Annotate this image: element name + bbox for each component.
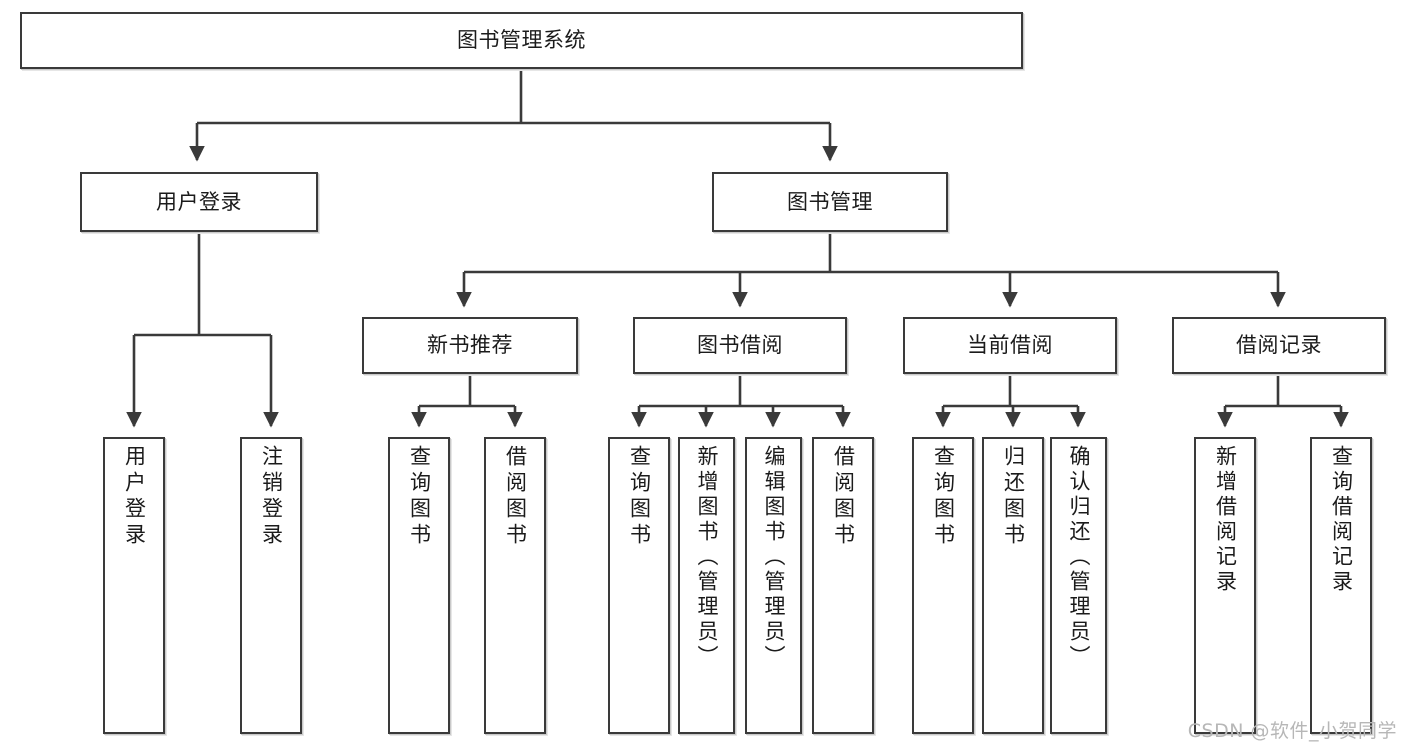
node-leaf-borrow-book-2-label: 借阅图书	[831, 445, 856, 549]
node-root-label: 图书管理系统	[457, 28, 586, 53]
node-leaf-query-book-1-label: 查询图书	[407, 445, 432, 549]
node-leaf-add-borrow-record[interactable]: 新增借阅记录	[1194, 437, 1256, 734]
node-leaf-add-book[interactable]: 新增图书（管理员）	[678, 437, 735, 734]
node-leaf-query-book-2-label: 查询图书	[627, 445, 652, 549]
node-leaf-edit-book[interactable]: 编辑图书（管理员）	[745, 437, 802, 734]
node-book-borrow[interactable]: 图书借阅	[633, 317, 847, 374]
node-leaf-query-book-1[interactable]: 查询图书	[388, 437, 450, 734]
node-leaf-return-book-label: 归还图书	[1001, 445, 1026, 549]
node-book-manage-label: 图书管理	[787, 189, 873, 214]
node-leaf-query-book-3-label: 查询图书	[931, 445, 956, 549]
node-leaf-confirm-return-label: 确认归还（管理员）	[1067, 445, 1091, 670]
node-new-book-recommend-label: 新书推荐	[427, 333, 513, 358]
node-book-manage[interactable]: 图书管理	[712, 172, 948, 232]
node-new-book-recommend[interactable]: 新书推荐	[362, 317, 578, 374]
node-leaf-query-borrow-record[interactable]: 查询借阅记录	[1310, 437, 1372, 734]
node-leaf-user-login[interactable]: 用户登录	[103, 437, 165, 734]
node-leaf-add-book-label: 新增图书（管理员）	[695, 445, 719, 670]
node-current-borrow-label: 当前借阅	[967, 333, 1053, 358]
node-leaf-return-book[interactable]: 归还图书	[982, 437, 1044, 734]
node-leaf-query-book-3[interactable]: 查询图书	[912, 437, 974, 734]
node-user-login[interactable]: 用户登录	[80, 172, 318, 232]
node-current-borrow[interactable]: 当前借阅	[903, 317, 1117, 374]
node-borrow-record[interactable]: 借阅记录	[1172, 317, 1386, 374]
node-root[interactable]: 图书管理系统	[20, 12, 1023, 69]
node-leaf-confirm-return[interactable]: 确认归还（管理员）	[1050, 437, 1107, 734]
node-leaf-logout-login[interactable]: 注销登录	[240, 437, 302, 734]
node-borrow-record-label: 借阅记录	[1236, 333, 1322, 358]
node-leaf-borrow-book-1-label: 借阅图书	[503, 445, 528, 549]
node-leaf-borrow-book-1[interactable]: 借阅图书	[484, 437, 546, 734]
node-leaf-edit-book-label: 编辑图书（管理员）	[762, 445, 786, 670]
node-leaf-add-borrow-record-label: 新增借阅记录	[1213, 445, 1238, 595]
node-leaf-borrow-book-2[interactable]: 借阅图书	[812, 437, 874, 734]
node-leaf-query-book-2[interactable]: 查询图书	[608, 437, 670, 734]
node-book-borrow-label: 图书借阅	[697, 333, 783, 358]
watermark-text: CSDN @软件_小贺同学	[1187, 720, 1397, 742]
node-leaf-logout-login-label: 注销登录	[259, 445, 284, 549]
node-leaf-user-login-label: 用户登录	[122, 445, 147, 549]
node-user-login-label: 用户登录	[156, 189, 242, 214]
node-leaf-query-borrow-record-label: 查询借阅记录	[1329, 445, 1354, 595]
